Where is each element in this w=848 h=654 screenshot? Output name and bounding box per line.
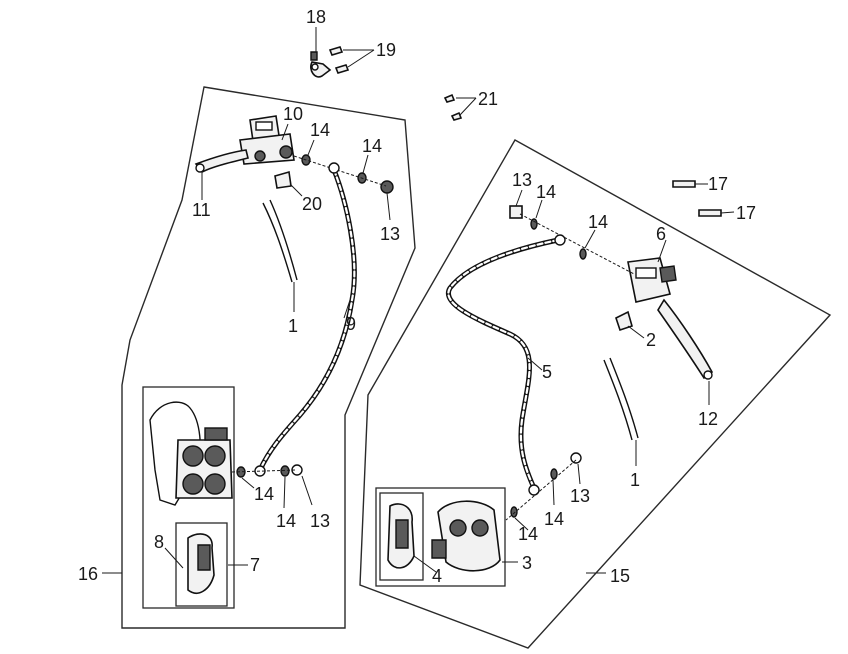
washer-14-left-bottom-b [280, 465, 290, 477]
callout-12: 12 [698, 409, 718, 429]
callout-1-right: 1 [630, 470, 640, 490]
left-pad-box [175, 522, 228, 607]
callout-13-left-top: 13 [380, 224, 400, 244]
callout-20: 20 [302, 194, 322, 214]
left-master-cylinder-10 [239, 115, 295, 165]
callout-7: 7 [250, 555, 260, 575]
callout-13-right-bottom: 13 [570, 486, 590, 506]
callout-6: 6 [656, 224, 666, 244]
switch-wire-1-left [262, 199, 298, 283]
right-pad-box [379, 492, 424, 581]
callout-14-left-top-a: 14 [310, 120, 330, 140]
right-brake-pad-4 [387, 503, 415, 569]
callout-3: 3 [522, 553, 532, 573]
callout-4: 4 [432, 566, 442, 586]
left-caliper [149, 401, 233, 506]
right-caliper [431, 500, 501, 572]
callout-14-right-bottom-a: 14 [544, 509, 564, 529]
washer-14-right-top-b [579, 248, 587, 260]
callout-14-left-bottom-a: 14 [254, 484, 274, 504]
callout-17-b: 17 [736, 203, 756, 223]
callout-10: 10 [283, 104, 303, 124]
bracket-18 [310, 51, 332, 78]
callout-14-left-top-b: 14 [362, 136, 382, 156]
washer-14-right-top-a [530, 218, 538, 230]
right-master-cylinder-6 [627, 257, 677, 303]
banjo-bolt-13-right-bottom [570, 452, 582, 464]
washer-14-right-bottom-a [550, 468, 558, 480]
callout-5: 5 [542, 362, 552, 382]
left-lever-11 [194, 149, 249, 174]
callout-15: 15 [610, 566, 630, 586]
callout-13-left-bottom: 13 [310, 511, 330, 531]
callout-2: 2 [646, 330, 656, 350]
callout-19: 19 [376, 40, 396, 60]
left-assembly-outline [121, 86, 416, 629]
screws-21 [443, 93, 463, 121]
banjo-bolt-13-right-top [509, 205, 523, 219]
callout-14-right-bottom-b: 14 [518, 524, 538, 544]
bolt-17-a [672, 180, 696, 188]
callout-13-right-top: 13 [512, 170, 532, 190]
cap-20 [274, 170, 292, 189]
callout-14-right-top-b: 14 [588, 212, 608, 232]
callout-1-left: 1 [288, 316, 298, 336]
callout-18: 18 [306, 7, 326, 27]
callout-9: 9 [346, 314, 356, 334]
callout-17-a: 17 [708, 174, 728, 194]
right-caliper-box [375, 487, 506, 587]
brake-hose-9 [254, 162, 357, 477]
cap-2 [615, 310, 633, 332]
left-caliper-box [142, 386, 235, 609]
screws-19 [328, 46, 350, 74]
banjo-bolt-13-left-top [380, 180, 394, 194]
right-assembly-outline [359, 139, 832, 649]
switch-wire-1-right [603, 357, 639, 441]
callout-21: 21 [478, 89, 498, 109]
brake-hose-5 [445, 234, 566, 496]
washer-14-right-bottom-b [510, 506, 518, 518]
callout-16: 16 [78, 564, 98, 584]
callout-8: 8 [154, 532, 164, 552]
left-brake-pad-7 [187, 533, 215, 594]
callout-11: 11 [192, 200, 211, 220]
bolt-17-b [698, 209, 722, 217]
callout-14-left-bottom-b: 14 [276, 511, 296, 531]
callout-14-right-top-a: 14 [536, 182, 556, 202]
right-lever-12 [657, 298, 714, 380]
